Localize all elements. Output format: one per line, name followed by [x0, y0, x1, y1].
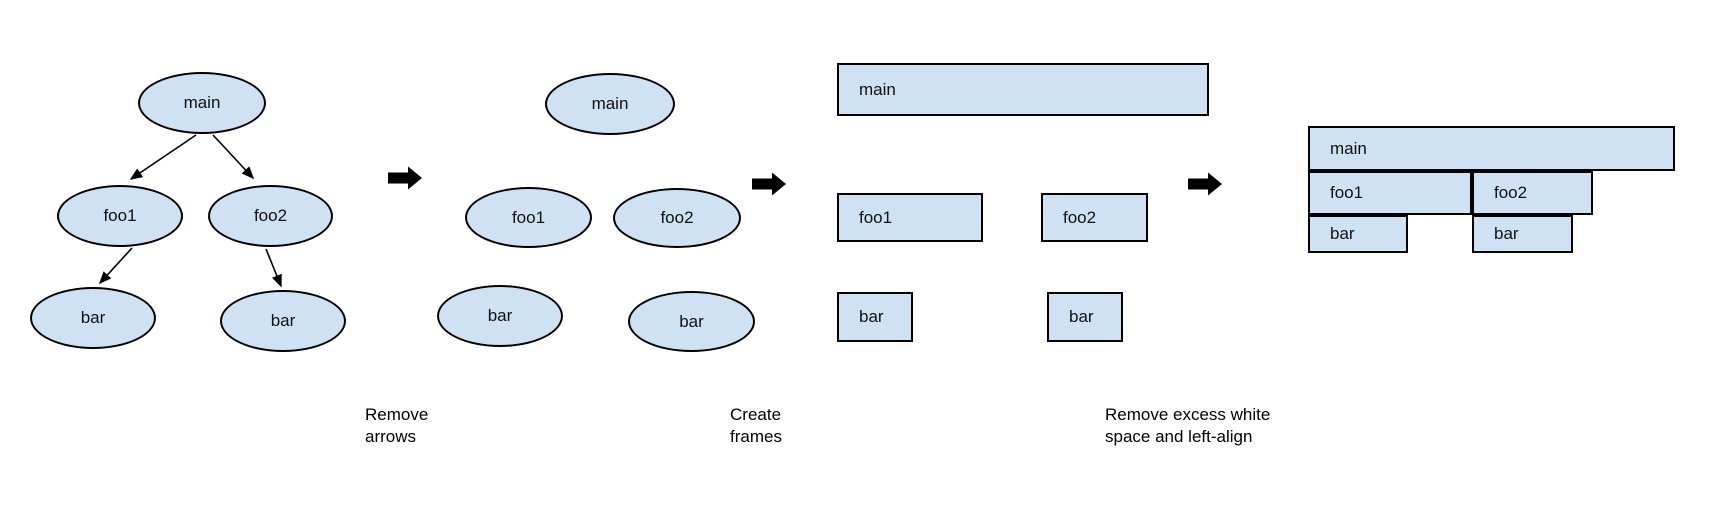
- node-label: main: [591, 94, 629, 113]
- stage4-frame-bar-right: bar: [1472, 215, 1573, 253]
- stage3-frame-bar-left: bar: [837, 292, 913, 342]
- step-label-remove-arrows: Remove arrows: [365, 405, 429, 446]
- stage3-frame-bar-right: bar: [1047, 292, 1123, 342]
- stage1-node-bar-left: bar: [30, 287, 156, 349]
- node-label: bar: [679, 311, 704, 331]
- stage2-node-main: main: [545, 73, 675, 135]
- step-label-create-frames: Create frames: [730, 405, 782, 446]
- node-label: bar: [1330, 224, 1355, 243]
- arrow-main-to-foo2-icon: [212, 134, 255, 180]
- stage4-frame-main: main: [1308, 126, 1675, 171]
- node-label: foo2: [1494, 183, 1528, 202]
- stage2-node-bar-left: bar: [437, 285, 563, 347]
- transition-arrow-1-icon: [388, 166, 422, 190]
- stage2-node-bar-right: bar: [628, 291, 755, 352]
- node-label: foo2: [1063, 207, 1097, 227]
- transition-arrow-2-icon: [752, 172, 786, 196]
- arrow-foo2-to-bar-icon: [265, 248, 282, 288]
- stage4-frame-foo1: foo1: [1308, 171, 1472, 215]
- stage3-frame-foo1: foo1: [837, 193, 983, 242]
- stage2-node-foo1: foo1: [465, 187, 592, 248]
- step-label-left-align: Remove excess white space and left-align: [1105, 405, 1271, 446]
- node-label: bar: [270, 311, 296, 330]
- node-label: bar: [859, 307, 884, 326]
- node-label: foo1: [511, 207, 546, 227]
- node-label: foo2: [660, 208, 694, 227]
- node-label: bar: [1494, 224, 1519, 243]
- stage2-node-foo2: foo2: [613, 188, 741, 248]
- arrow-main-to-foo1-icon: [129, 134, 197, 180]
- node-label: main: [183, 93, 221, 112]
- transition-arrow-3-icon: [1188, 172, 1222, 196]
- node-label: bar: [1069, 307, 1094, 326]
- node-label: bar: [487, 306, 513, 325]
- node-label: main: [1330, 138, 1367, 158]
- node-label: main: [859, 79, 896, 99]
- stage1-node-main: main: [138, 72, 266, 134]
- node-label: foo1: [1330, 183, 1364, 202]
- stage1-node-foo2: foo2: [208, 185, 333, 247]
- arrow-foo1-to-bar-icon: [98, 247, 133, 285]
- stage1-node-foo1: foo1: [57, 185, 183, 247]
- stage1-node-bar-right: bar: [220, 290, 346, 352]
- node-label: foo1: [103, 206, 137, 225]
- node-label: bar: [80, 308, 106, 327]
- stage4-frame-foo2: foo2: [1472, 171, 1593, 215]
- stage4-frame-bar-left: bar: [1308, 215, 1408, 253]
- stage3-frame-foo2: foo2: [1041, 193, 1148, 242]
- node-label: foo2: [253, 206, 288, 225]
- node-label: foo1: [859, 207, 893, 227]
- stage3-frame-main: main: [837, 63, 1209, 116]
